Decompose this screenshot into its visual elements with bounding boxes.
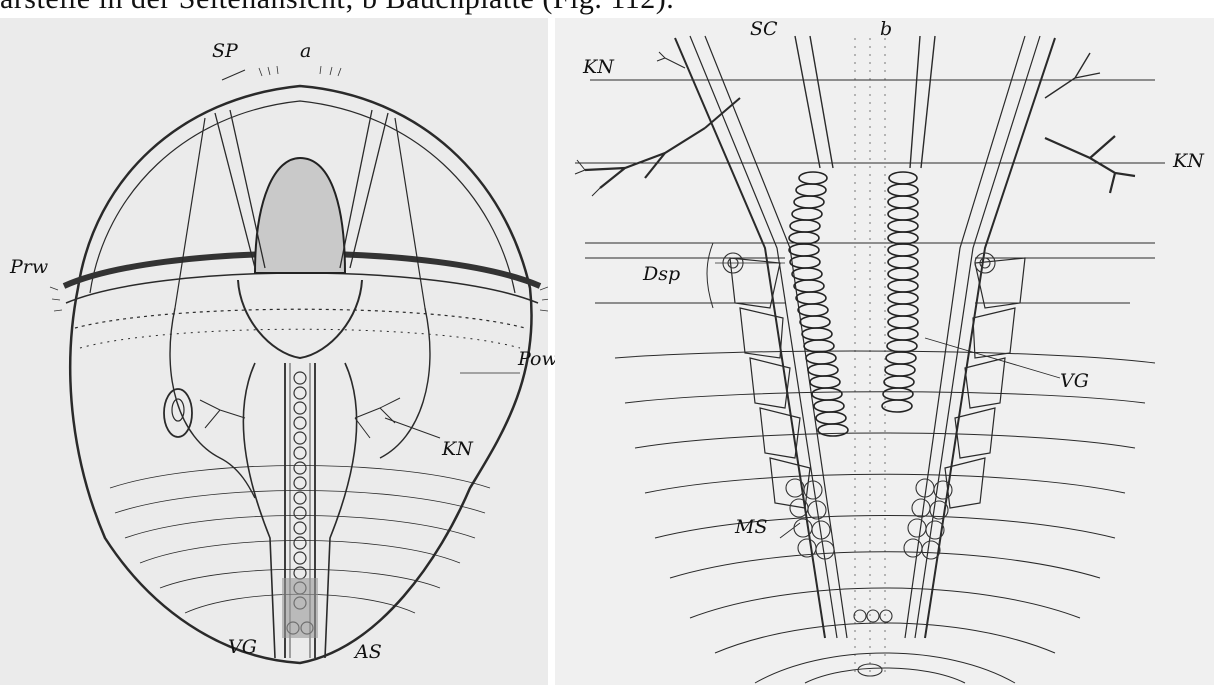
label-ms: MS [735, 516, 767, 538]
label-vg: VG [228, 636, 257, 658]
label-kn-right: KN [1173, 150, 1204, 172]
label-prw: Prw [10, 256, 48, 278]
label-sp: SP [212, 40, 238, 62]
figure-b-panel: SC b KN KN Dsp VG MS [555, 18, 1214, 685]
figure-a-drawing [0, 18, 548, 685]
label-kn-left: KN [583, 56, 614, 78]
figure-b-drawing [555, 18, 1214, 685]
panel-letter-a: a [300, 40, 311, 62]
label-vg: VG [1060, 370, 1089, 392]
label-sc: SC [750, 18, 778, 40]
label-pow: Pow [518, 348, 558, 370]
label-dsp: Dsp [643, 263, 680, 285]
panel-letter-b: b [880, 18, 892, 40]
figure-a-panel: SP a Prw Pow KN VG AS [0, 18, 548, 685]
label-as: AS [355, 641, 382, 663]
label-kn: KN [442, 438, 473, 460]
